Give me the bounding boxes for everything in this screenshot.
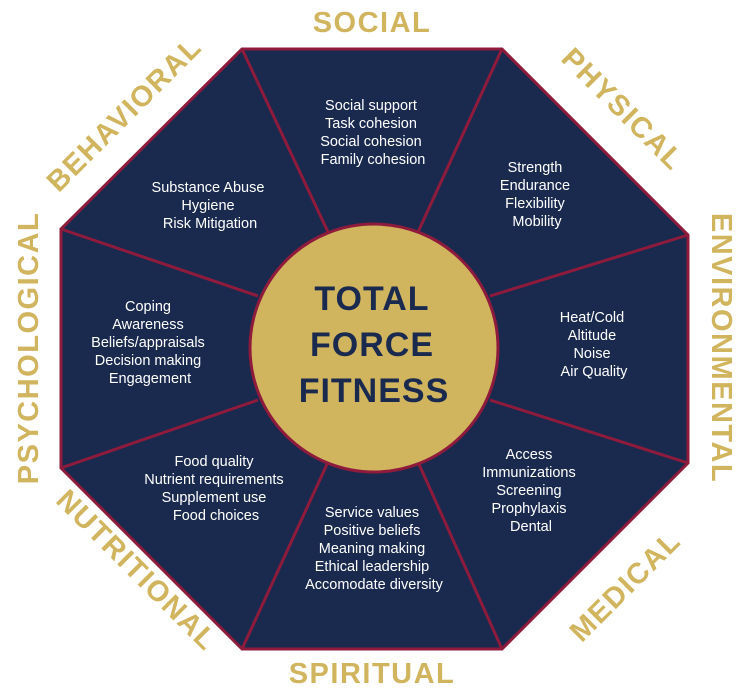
physical-item: Endurance — [500, 178, 570, 194]
medical-item: Access — [506, 447, 553, 463]
psychological-items: Coping Awareness Beliefs/appraisals Deci… — [91, 299, 209, 387]
spiritual-item: Service values — [325, 505, 419, 521]
divider-line — [489, 398, 689, 465]
medical-item: Screening — [496, 483, 561, 499]
physical-items: Strength Endurance Flexibility Mobility — [500, 160, 574, 230]
spiritual-items: Service values Positive beliefs Meaning … — [305, 505, 444, 593]
nutritional-item: Food choices — [173, 508, 259, 524]
divider-line — [60, 227, 259, 298]
social-item: Social support — [325, 98, 417, 114]
nutritional-item: Supplement use — [162, 490, 267, 506]
behavioral-item: Risk Mitigation — [163, 216, 257, 232]
center-title-line-3: FITNESS — [299, 372, 450, 410]
environmental-item: Noise — [573, 346, 610, 362]
divider-line — [240, 461, 330, 650]
psychological-item: Decision making — [95, 353, 201, 369]
behavioral-items: Substance Abuse Hygiene Risk Mitigation — [152, 180, 269, 232]
psychological-item: Coping — [125, 299, 171, 315]
social-items: Social support Task cohesion Social cohe… — [320, 98, 426, 168]
environmental-item: Heat/Cold — [560, 310, 624, 326]
nutritional-item: Food quality — [174, 454, 254, 470]
divider-line — [60, 398, 259, 470]
label-social: SOCIAL — [313, 7, 432, 39]
social-item: Task cohesion — [325, 116, 417, 132]
divider-line — [489, 233, 689, 298]
divider-line — [240, 48, 330, 233]
nutritional-items: Food quality Nutrient requirements Suppl… — [144, 454, 287, 524]
segment-dividers — [60, 48, 689, 650]
psychological-item: Awareness — [112, 317, 183, 333]
center-circle — [248, 222, 500, 474]
social-item: Social cohesion — [320, 134, 422, 150]
divider-line — [416, 461, 504, 650]
center-title-line-2: FORCE — [310, 326, 434, 364]
spiritual-item: Meaning making — [319, 541, 425, 557]
medical-items: Access Immunizations Screening Prophylax… — [482, 447, 580, 535]
physical-item: Strength — [508, 160, 563, 176]
physical-item: Flexibility — [505, 196, 565, 212]
medical-item: Prophylaxis — [492, 501, 567, 517]
spiritual-item: Ethical leadership — [315, 559, 429, 575]
divider-line — [416, 48, 504, 233]
social-item: Family cohesion — [321, 152, 426, 168]
nutritional-item: Nutrient requirements — [144, 472, 283, 488]
spiritual-item: Accomodate diversity — [305, 577, 444, 593]
medical-item: Immunizations — [482, 465, 575, 481]
environmental-items: Heat/Cold Altitude Noise Air Quality — [560, 310, 629, 380]
physical-item: Mobility — [512, 214, 562, 230]
spiritual-item: Positive beliefs — [324, 523, 421, 539]
environmental-item: Altitude — [568, 328, 616, 344]
psychological-item: Engagement — [109, 371, 191, 387]
medical-item: Dental — [510, 519, 552, 535]
environmental-item: Air Quality — [561, 364, 629, 380]
psychological-item: Beliefs/appraisals — [91, 335, 205, 351]
label-psychological: PSYCHOLOGICAL — [13, 212, 45, 484]
behavioral-item: Substance Abuse — [152, 180, 265, 196]
label-environmental: ENVIRONMENTAL — [705, 213, 737, 483]
behavioral-item: Hygiene — [181, 198, 234, 214]
center-title: TOTAL FORCE FITNESS — [299, 280, 450, 410]
center-title-line-1: TOTAL — [314, 280, 429, 318]
label-spiritual: SPIRITUAL — [289, 658, 456, 690]
